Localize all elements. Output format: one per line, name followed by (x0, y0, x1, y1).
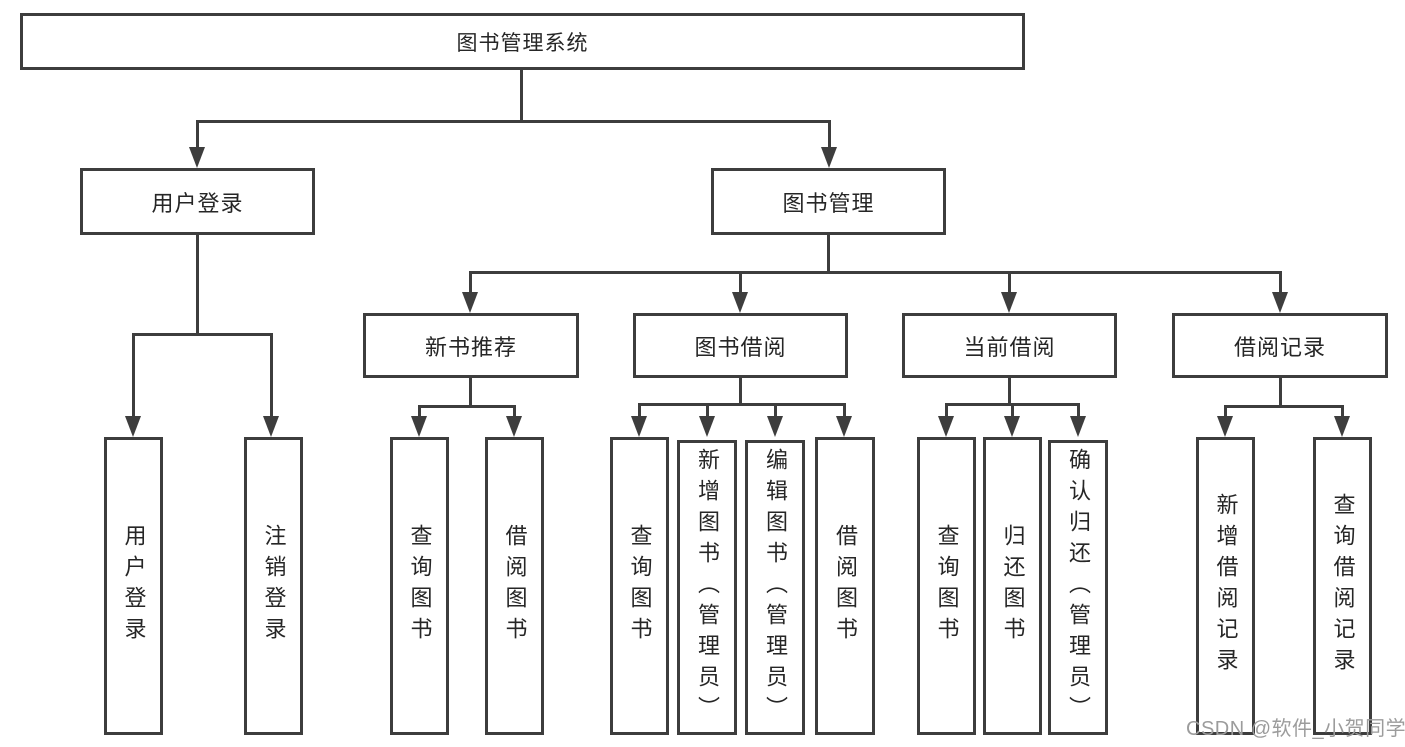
connector-line (945, 406, 948, 416)
connector-line (828, 123, 831, 149)
node-borrowing-records-label: 借阅记录 (1233, 334, 1326, 360)
leaf-add-borrow-record: 新增借阅记录 (1196, 437, 1255, 735)
connector-line (1279, 378, 1282, 407)
connector-arrowhead (767, 416, 783, 437)
leaf-borrow-books-recommend: 借阅图书 (485, 437, 544, 735)
connector-arrowhead (1004, 416, 1020, 437)
leaf-add-book-admin-label: 新增图书（管理员） (695, 448, 720, 727)
connector-arrowhead (1272, 292, 1288, 313)
node-root-label: 图书管理系统 (456, 31, 589, 55)
connector-line (418, 405, 516, 408)
node-user-login: 用户登录 (80, 168, 315, 235)
leaf-edit-book-admin-label: 编辑图书（管理员） (763, 448, 788, 727)
connector-arrowhead (1070, 416, 1086, 437)
connector-arrowhead (263, 416, 279, 437)
node-book-borrowing: 图书借阅 (633, 313, 848, 378)
node-borrowing-records: 借阅记录 (1172, 313, 1388, 378)
connector-line (1008, 274, 1011, 292)
connector-line (638, 406, 641, 416)
connector-line (132, 333, 273, 336)
leaf-return-books: 归还图书 (983, 437, 1042, 735)
leaf-query-books-current-label: 查询图书 (934, 524, 960, 648)
connector-line (1224, 408, 1227, 418)
connector-arrowhead (462, 292, 478, 313)
connector-line (418, 408, 421, 418)
node-new-book-recommend-label: 新书推荐 (424, 334, 517, 360)
leaf-query-books-recommend-label: 查询图书 (407, 524, 433, 648)
connector-line (469, 274, 472, 292)
leaf-user-login: 用户登录 (104, 437, 163, 735)
connector-line (513, 408, 516, 418)
connector-arrowhead (1001, 292, 1017, 313)
connector-line (945, 403, 1080, 406)
connector-arrowhead (411, 416, 427, 437)
connector-arrowhead (506, 416, 522, 437)
connector-line (827, 235, 830, 273)
connector-line (196, 120, 831, 123)
leaf-return-books-label: 归还图书 (1000, 524, 1026, 648)
connector-line (270, 336, 273, 418)
connector-line (196, 123, 199, 149)
connector-arrowhead (1334, 416, 1350, 437)
watermark: CSDN @软件_小贺同学 (1186, 718, 1405, 740)
leaf-query-books-recommend: 查询图书 (390, 437, 449, 735)
node-current-borrowing: 当前借阅 (902, 313, 1117, 378)
connector-line (1224, 405, 1344, 408)
node-root: 图书管理系统 (20, 13, 1025, 70)
node-book-borrowing-label: 图书借阅 (694, 334, 787, 360)
connector-line (1279, 274, 1282, 292)
leaf-logout: 注销登录 (244, 437, 303, 735)
node-new-book-recommend: 新书推荐 (363, 313, 579, 378)
connector-line (196, 235, 199, 335)
connector-line (469, 271, 1282, 274)
leaf-borrow-books-borrowing-label: 借阅图书 (833, 524, 858, 648)
connector-line (1008, 378, 1011, 405)
connector-arrowhead (732, 292, 748, 313)
connector-line (1011, 406, 1014, 416)
connector-line (774, 406, 777, 416)
connector-arrowhead (699, 416, 715, 437)
connector-arrowhead (938, 416, 954, 437)
leaf-query-borrow-record-label: 查询借阅记录 (1330, 493, 1356, 679)
node-book-management-label: 图书管理 (782, 190, 875, 216)
connector-line (1341, 408, 1344, 418)
node-current-borrowing-label: 当前借阅 (963, 334, 1056, 360)
leaf-query-books-borrowing: 查询图书 (610, 437, 669, 735)
connector-line (739, 378, 742, 405)
node-book-management: 图书管理 (711, 168, 946, 235)
connector-line (638, 403, 846, 406)
leaf-query-borrow-record: 查询借阅记录 (1313, 437, 1372, 735)
connector-line (739, 274, 742, 292)
leaf-borrow-books-borrowing: 借阅图书 (815, 437, 875, 735)
connector-line (706, 406, 709, 416)
leaf-confirm-return-admin: 确认归还（管理员） (1048, 440, 1108, 735)
connector-arrowhead (821, 147, 837, 168)
leaf-query-books-current: 查询图书 (917, 437, 976, 735)
connector-arrowhead (125, 416, 141, 437)
leaf-add-borrow-record-label: 新增借阅记录 (1213, 493, 1239, 679)
connector-line (469, 378, 472, 407)
leaf-logout-label: 注销登录 (261, 524, 287, 648)
leaf-confirm-return-admin-label: 确认归还（管理员） (1066, 448, 1091, 727)
connector-arrowhead (189, 147, 205, 168)
node-user-login-label: 用户登录 (151, 190, 244, 216)
leaf-query-books-borrowing-label: 查询图书 (627, 524, 653, 648)
leaf-borrow-books-recommend-label: 借阅图书 (502, 524, 528, 648)
connector-arrowhead (631, 416, 647, 437)
connector-line (520, 70, 523, 123)
leaf-user-login-label: 用户登录 (121, 524, 147, 648)
connector-line (1077, 406, 1080, 416)
connector-arrowhead (836, 416, 852, 437)
leaf-add-book-admin: 新增图书（管理员） (677, 440, 737, 735)
connector-line (843, 406, 846, 416)
connector-line (132, 336, 135, 418)
leaf-edit-book-admin: 编辑图书（管理员） (745, 440, 805, 735)
connector-arrowhead (1217, 416, 1233, 437)
